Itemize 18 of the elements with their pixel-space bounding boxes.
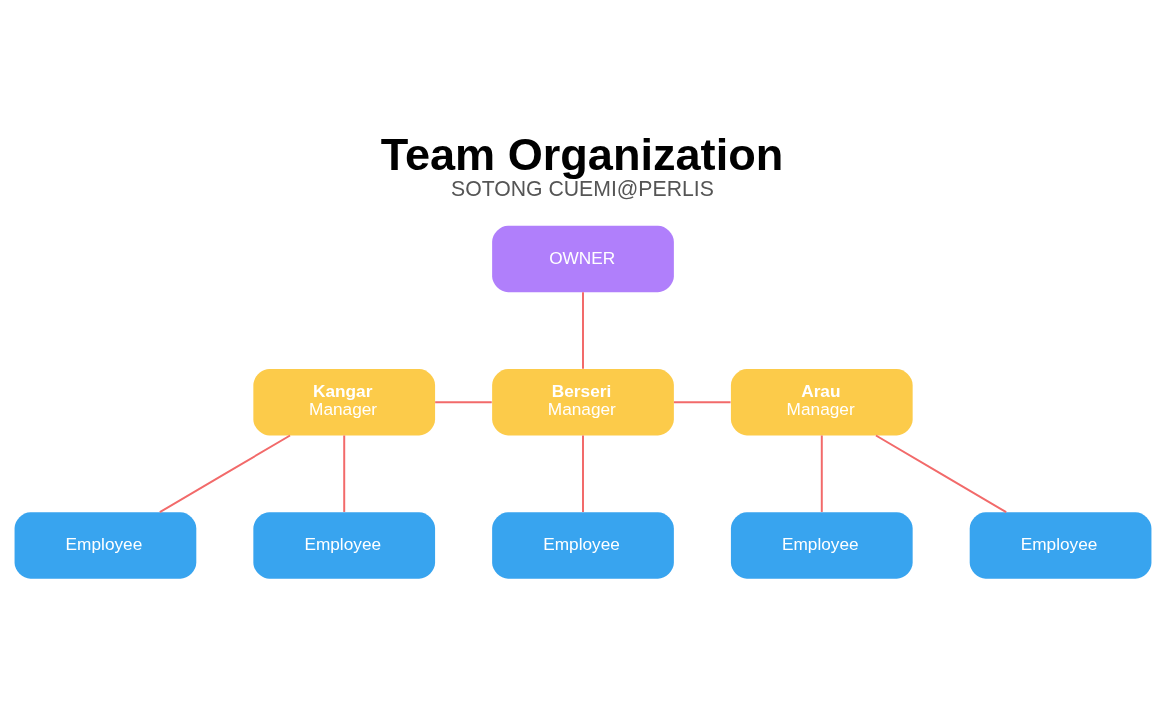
connector	[582, 291, 584, 370]
connector	[820, 434, 823, 513]
diagram-title: Team Organization	[380, 129, 784, 181]
node-box: Employee	[730, 512, 913, 579]
node-box: Employee	[969, 512, 1152, 579]
connector	[434, 401, 493, 404]
node-box: Kangar Manager	[253, 369, 436, 436]
node-box: Employee	[253, 512, 436, 579]
connector	[672, 401, 732, 404]
connector	[874, 434, 1008, 514]
node-box: Employee	[14, 512, 197, 579]
node-box: Arau Manager	[730, 369, 913, 436]
node-box: Berseri Manager	[492, 369, 674, 436]
node-box: OWNER	[492, 225, 674, 293]
node-box: Employee	[492, 512, 674, 579]
connector	[343, 434, 346, 513]
connector	[158, 434, 292, 514]
connector	[582, 434, 584, 513]
